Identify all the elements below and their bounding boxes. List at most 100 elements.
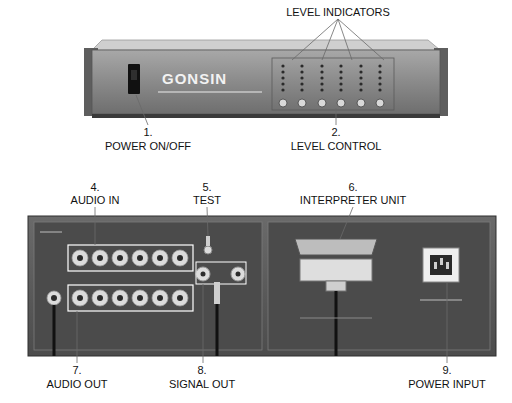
level-led (320, 64, 323, 67)
level-led (320, 82, 323, 85)
audio-out-jack (152, 290, 168, 306)
microphone-cable (53, 305, 56, 356)
level-led (359, 82, 362, 85)
callout-number: 1. (143, 126, 152, 138)
jack-hole (97, 255, 103, 261)
signal-plug (214, 282, 220, 304)
level-led (359, 70, 362, 73)
level-led (320, 70, 323, 73)
inlet-socket (430, 255, 452, 275)
callout-number: 6. (348, 181, 357, 193)
top-cover (92, 40, 440, 50)
level-knob (318, 99, 326, 107)
level-led (339, 64, 342, 67)
leader-line (207, 207, 208, 236)
jack-hole (117, 295, 123, 301)
jack-hole (51, 295, 57, 301)
rear-left-plate (34, 222, 262, 350)
inlet-pin (434, 262, 437, 269)
callout-number: 9. (442, 364, 451, 376)
front-panel (92, 50, 440, 114)
jack-hole (97, 295, 103, 301)
callout-number: 2. (331, 126, 340, 138)
leader-line (292, 19, 338, 60)
audio-out-bracket (68, 285, 193, 311)
callout-label: LEVEL CONTROL (291, 140, 382, 152)
test-lever (206, 236, 210, 246)
callout-number: 5. (202, 181, 211, 193)
level-knob (279, 99, 287, 107)
jack-hole (177, 255, 183, 261)
signal-out-jack (231, 267, 245, 281)
leader-line (340, 207, 353, 239)
signal-out-jack (196, 267, 210, 281)
level-led (281, 88, 284, 91)
jack-hole (137, 255, 143, 261)
callout-label: LEVEL INDICATORS (286, 6, 390, 18)
level-led (281, 70, 284, 73)
leader-line (136, 95, 148, 125)
interpreter-cable (335, 291, 338, 356)
leader-line (338, 19, 384, 60)
audio-in-bracket (68, 245, 193, 271)
level-led (359, 88, 362, 91)
audio-out-jack (112, 290, 128, 306)
meter-frame (272, 58, 394, 110)
level-knob (376, 99, 384, 107)
level-led-columns (279, 64, 384, 107)
audio-in-jack (152, 250, 168, 266)
audio-in-jack (92, 250, 108, 266)
level-led (378, 88, 381, 91)
level-knob (337, 99, 345, 107)
inlet-pin (440, 258, 443, 265)
audio-in-jack (132, 250, 148, 266)
audio-out-jack (132, 290, 148, 306)
brand-name: GONSIN (162, 70, 227, 87)
callout-number: 7. (72, 364, 81, 376)
level-knob (357, 99, 365, 107)
front-panel-node: GONSIN (92, 50, 440, 114)
jack-fine-print (40, 232, 62, 233)
level-led (378, 76, 381, 79)
callout-label: SIGNAL OUT (169, 378, 235, 390)
inlet-pin (446, 262, 449, 269)
callout-label: POWER INPUT (408, 378, 486, 390)
jack-hole (177, 295, 183, 301)
jack-hole (117, 255, 123, 261)
jack-hole (157, 255, 163, 261)
audio-in-jack (112, 250, 128, 266)
jack-hole (157, 295, 163, 301)
signal-cable (216, 304, 219, 356)
switch-rocker (131, 70, 137, 80)
jack-hole (77, 255, 83, 261)
interpreter-connector (295, 239, 377, 255)
level-led (281, 76, 284, 79)
callout-number: 8. (197, 364, 206, 376)
level-knob (298, 99, 306, 107)
leader-line (336, 108, 337, 125)
callout-label: POWER ON/OFF (105, 140, 191, 152)
level-led (281, 64, 284, 67)
interpreter-fine-print (300, 318, 372, 319)
rear-right-plate (268, 222, 490, 350)
audio-in-jack (172, 250, 188, 266)
level-led (300, 76, 303, 79)
level-led (300, 82, 303, 85)
rear-panel (28, 216, 496, 356)
level-led (281, 82, 284, 85)
audio-out-jack (172, 290, 188, 306)
jack-hole (201, 272, 206, 277)
callout-number: 4. (90, 181, 99, 193)
leader-line (77, 311, 78, 363)
callout-label: AUDIO IN (71, 194, 120, 206)
level-led (378, 64, 381, 67)
level-led (359, 64, 362, 67)
level-led (320, 88, 323, 91)
leader-line (203, 284, 204, 363)
leader-lines-front (136, 19, 384, 125)
audio-out-jack (92, 290, 108, 306)
level-led (378, 70, 381, 73)
jack-hole (236, 272, 241, 277)
level-led (339, 82, 342, 85)
level-led (300, 88, 303, 91)
